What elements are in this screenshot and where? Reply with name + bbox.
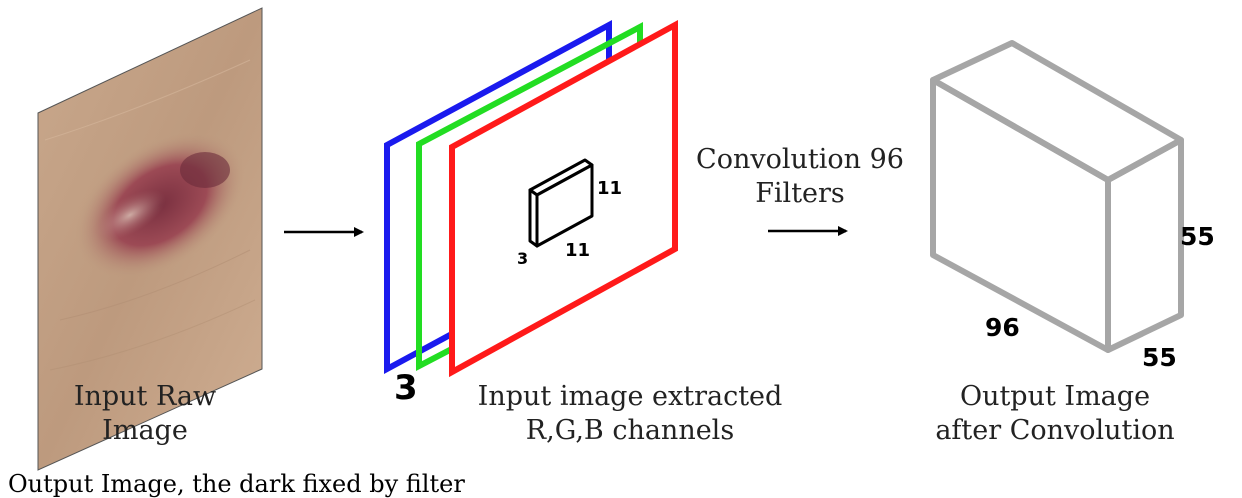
diagram-canvas xyxy=(37,7,1184,471)
filter-box xyxy=(528,158,594,248)
input-raw-label-line1: Input Raw xyxy=(73,381,217,412)
output-label-line2: after Convolution xyxy=(935,415,1175,446)
figure-caption: Output Image, the dark fixed by filter xyxy=(8,470,465,498)
output-height-label: 55 xyxy=(1180,222,1215,251)
filter-width-label: 11 xyxy=(565,240,591,261)
filter-height-label: 11 xyxy=(597,178,623,199)
convolution-label: Convolution 96 Filters xyxy=(670,143,930,211)
channel-depth-label: 3 xyxy=(394,368,418,408)
input-raw-label: Input Raw Image xyxy=(40,380,250,448)
output-label-line1: Output Image xyxy=(959,381,1151,412)
input-raw-label-line2: Image xyxy=(102,415,188,446)
input-raw-image xyxy=(37,7,263,471)
output-cuboid xyxy=(930,40,1184,353)
channels-label-line2: R,G,B channels xyxy=(525,415,735,446)
channels-label-line1: Input image extracted xyxy=(477,381,783,412)
output-depth-label: 96 xyxy=(985,313,1020,342)
output-width-label: 55 xyxy=(1142,343,1177,372)
convolution-label-line1: Convolution 96 xyxy=(696,144,904,175)
filter-depth-label: 3 xyxy=(517,249,529,268)
output-label: Output Image after Convolution xyxy=(930,380,1180,448)
convolution-label-line2: Filters xyxy=(755,178,845,209)
channels-label: Input image extracted R,G,B channels xyxy=(450,380,810,448)
